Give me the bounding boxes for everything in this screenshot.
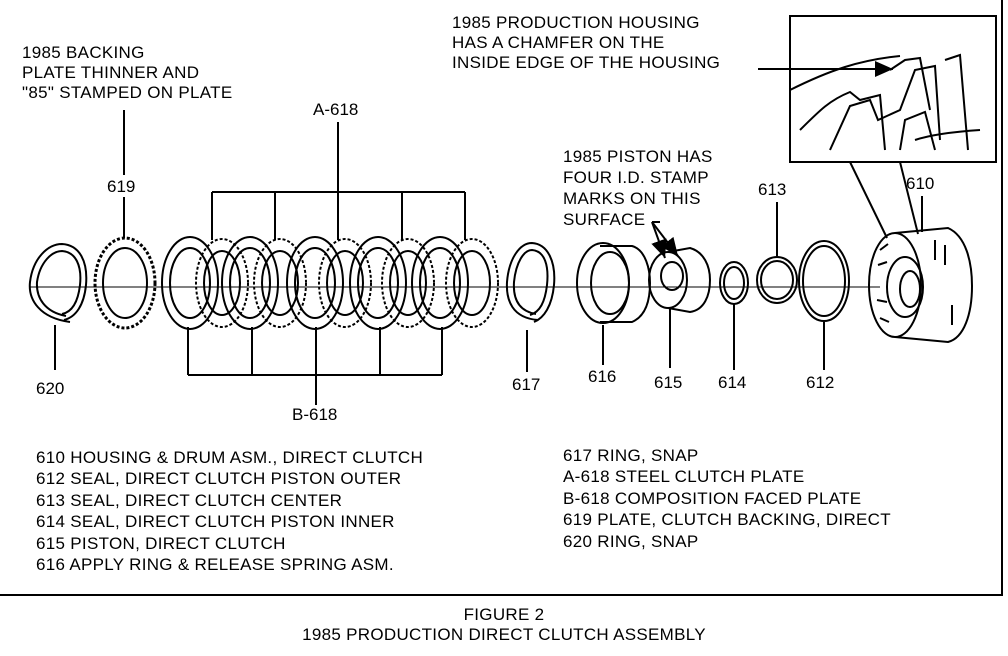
housing-drum-610 — [868, 226, 974, 344]
figure-title: 1985 PRODUCTION DIRECT CLUTCH ASSEMBLY — [302, 625, 706, 644]
housing-detail-inset — [789, 15, 997, 163]
inset-connector-1 — [849, 161, 888, 239]
legend-item: A-618 STEEL CLUTCH PLATE — [563, 467, 805, 487]
label-613: 613 — [758, 180, 787, 199]
legend-item: 620 RING, SNAP — [563, 531, 699, 551]
legend-left: 610 HOUSING & DRUM ASM., DIRECT CLUTCH 6… — [36, 447, 423, 575]
legend-right: 617 RING, SNAP A-618 STEEL CLUTCH PLATE … — [563, 445, 891, 552]
piston-615 — [648, 246, 712, 314]
piston-callout: 1985 PISTON HAS FOUR I.D. STAMP MARKS ON… — [563, 147, 713, 229]
figure-number: FIGURE 2 — [463, 605, 545, 624]
label-612: 612 — [806, 373, 835, 392]
diagram-frame — [0, 0, 1003, 596]
label-619: 619 — [107, 177, 136, 196]
label-b618: B-618 — [292, 405, 338, 424]
legend-item: 614 SEAL, DIRECT CLUTCH PISTON INNER — [36, 512, 395, 532]
snap-ring-617 — [505, 241, 556, 323]
legend-item: 613 SEAL, DIRECT CLUTCH CENTER — [36, 490, 343, 510]
seal-613 — [756, 256, 798, 304]
label-a618: A-618 — [313, 100, 359, 119]
clutch-plate-stack — [161, 236, 499, 330]
label-615: 615 — [654, 373, 683, 392]
legend-item: 612 SEAL, DIRECT CLUTCH PISTON OUTER — [36, 469, 402, 489]
backing-plate-callout: 1985 BACKING PLATE THINNER AND "85" STAM… — [22, 43, 233, 102]
piston-arrow-2 — [651, 221, 679, 257]
label-610: 610 — [906, 174, 935, 193]
bracket-b618 — [187, 327, 443, 405]
legend-item: 617 RING, SNAP — [563, 446, 699, 465]
legend-item: 610 HOUSING & DRUM ASM., DIRECT CLUTCH — [36, 448, 424, 467]
label-620: 620 — [36, 379, 65, 398]
legend-item: 619 PLATE, CLUTCH BACKING, DIRECT — [563, 510, 891, 530]
seal-612 — [798, 240, 850, 322]
bracket-a618 — [211, 122, 466, 240]
label-616: 616 — [588, 367, 617, 386]
legend-item: B-618 COMPOSITION FACED PLATE — [563, 488, 862, 508]
legend-item: 615 PISTON, DIRECT CLUTCH — [36, 533, 286, 553]
snap-ring-620 — [28, 242, 88, 323]
label-617: 617 — [512, 375, 541, 394]
backing-plate-619 — [93, 236, 157, 330]
seal-614 — [719, 261, 749, 305]
label-614: 614 — [718, 373, 747, 392]
housing-callout: 1985 PRODUCTION HOUSING HAS A CHAMFER ON… — [452, 13, 721, 72]
inset-connector-2 — [899, 161, 919, 235]
legend-item: 616 APPLY RING & RELEASE SPRING ASM. — [36, 554, 394, 574]
exploded-assembly-drawing — [28, 15, 997, 405]
apply-ring-616 — [576, 242, 652, 324]
